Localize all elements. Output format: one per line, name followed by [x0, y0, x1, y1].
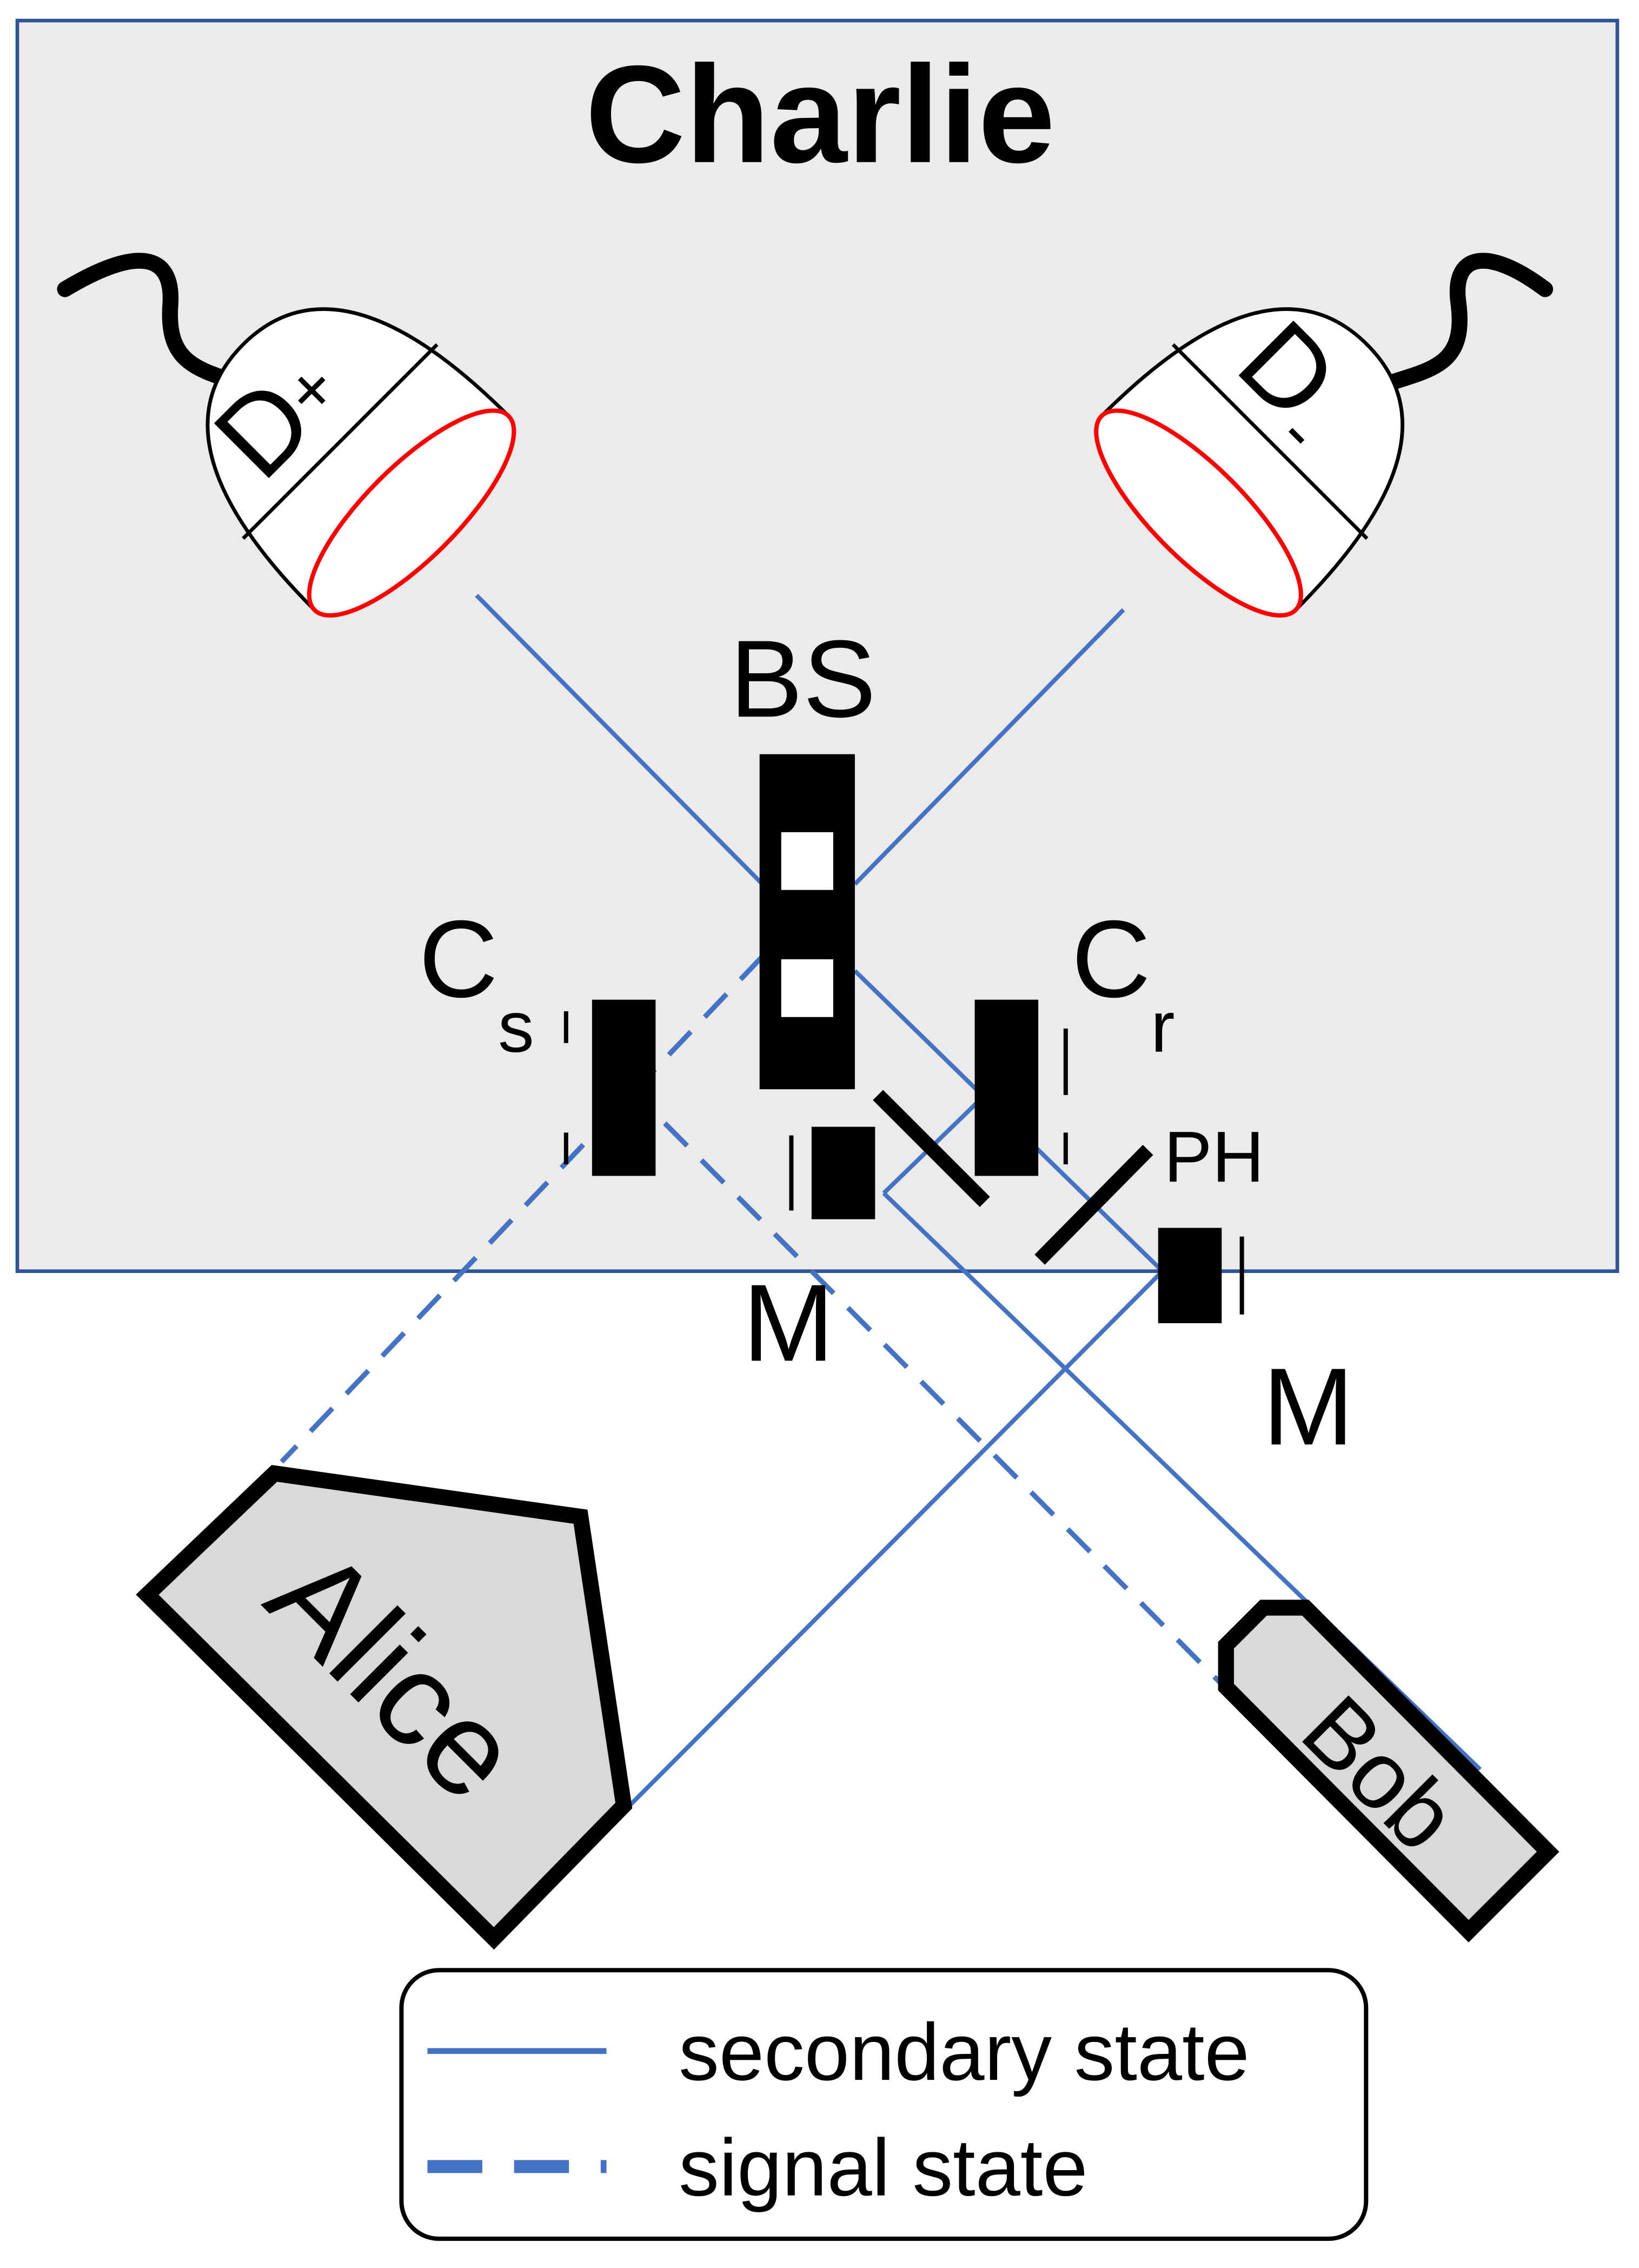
- detector-plus: D+: [57, 253, 516, 618]
- secondary-beam-to-dplus: [475, 594, 764, 886]
- half-wave-plate: [873, 1090, 990, 1207]
- legend-label-signal: signal state: [679, 2123, 1087, 2213]
- secondary-beam-mirror-to-alice: [628, 1269, 1164, 1807]
- mirror-left: M: [743, 1126, 875, 1384]
- mirror-right: M: [1158, 1228, 1354, 1468]
- charlie-title: Charlie: [585, 37, 1055, 192]
- detector-minus: D-: [1094, 253, 1554, 618]
- mirror-right-label: M: [1263, 1345, 1354, 1468]
- detector-minus-window: [1094, 408, 1303, 618]
- detector-plus-cable: [57, 253, 247, 392]
- beam-splitter-body: [759, 754, 855, 1090]
- circulator-reference-label: Cr: [1071, 898, 1174, 1067]
- circulator-reference-body: [974, 999, 1039, 1176]
- detector-plus-band: [242, 343, 439, 540]
- legend: secondary state signal state: [399, 1968, 1369, 2241]
- detector-minus-band: [1171, 343, 1369, 540]
- circulator-signal-body: [592, 999, 656, 1176]
- signal-beam-bob: [626, 1084, 1224, 1686]
- phase-shifter: PH: [1034, 1117, 1264, 1265]
- beam-splitter-port-bottom: [781, 959, 833, 1017]
- bob-shape: [1218, 1600, 1560, 1942]
- bob-node: Bob: [1218, 1600, 1560, 1942]
- circulator-signal-label: Cs: [419, 898, 534, 1067]
- mirror-left-body: [811, 1126, 875, 1219]
- detector-minus-cable: [1381, 253, 1554, 392]
- legend-label-secondary: secondary state: [679, 2007, 1250, 2097]
- phase-shifter-label: PH: [1164, 1117, 1264, 1197]
- alice-node: Alice: [136, 1465, 633, 1950]
- detector-plus-window: [307, 408, 516, 618]
- alice-shape: [136, 1465, 633, 1950]
- beam-paths: [280, 594, 1482, 1807]
- legend-box: [399, 1968, 1369, 2241]
- circulator-signal: Cs: [419, 898, 656, 1176]
- detector-plus-body: [205, 307, 510, 612]
- beam-splitter: BS: [729, 618, 876, 1090]
- phase-shifter-element: [1034, 1144, 1153, 1265]
- signal-beam-alice: [280, 954, 765, 1464]
- mirror-right-body: [1158, 1228, 1222, 1323]
- beam-splitter-port-top: [781, 832, 833, 890]
- mirror-left-label: M: [743, 1262, 834, 1384]
- beam-splitter-label: BS: [729, 618, 876, 740]
- detector-minus-body: [1100, 307, 1404, 612]
- circulator-reference: Cr: [974, 898, 1175, 1176]
- secondary-beam-to-dminus: [853, 608, 1125, 886]
